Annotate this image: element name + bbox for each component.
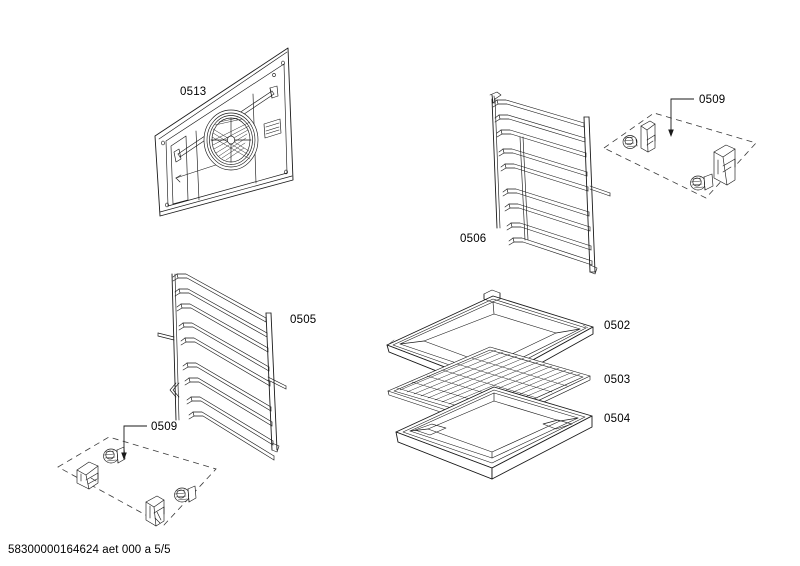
part-0503-wire-grid-rack: 0503	[387, 346, 630, 429]
knurled-nut-left	[622, 135, 638, 149]
part-label-0503: 0503	[604, 374, 630, 386]
part-label-0509-right: 0509	[699, 94, 725, 106]
leader-arrow-0509-right	[668, 129, 674, 137]
part-0513-fan-back-panel: 0513	[154, 47, 294, 217]
knurled-nut-upper-left	[103, 446, 126, 464]
part-label-0502: 0502	[604, 320, 630, 332]
part-label-0505: 0505	[290, 314, 316, 326]
document-footer-text: 58300000164624 aet 000 a 5/5	[8, 544, 171, 556]
knurled-nut-lower	[690, 173, 714, 191]
part-0505-side-rack-left: 0505	[157, 273, 316, 461]
leader-line-0509-left	[123, 425, 147, 453]
l-bracket-right	[713, 144, 736, 186]
part-0504-shallow-baking-tray: 0504	[395, 386, 631, 480]
part-label-0506: 0506	[460, 233, 486, 245]
leader-arrow-0509-left	[121, 452, 127, 460]
part-0506-side-rack-right: 0506	[460, 91, 611, 275]
bracket-clip	[640, 120, 656, 153]
kit-boundary-dashed-left	[57, 436, 217, 526]
l-bracket-left	[76, 461, 99, 490]
part-0509-fixing-kit-left: 0509	[57, 421, 217, 527]
knurled-nut-right-left-kit	[174, 485, 197, 503]
part-label-0509-left: 0509	[151, 421, 177, 433]
convection-fan-icon	[203, 109, 259, 171]
part-label-0513: 0513	[180, 86, 206, 98]
part-label-0504: 0504	[604, 413, 631, 425]
clip-with-pin	[145, 495, 165, 527]
part-0509-fixing-kit-right: 0509	[603, 94, 757, 199]
leader-line-0509-right	[670, 98, 694, 130]
